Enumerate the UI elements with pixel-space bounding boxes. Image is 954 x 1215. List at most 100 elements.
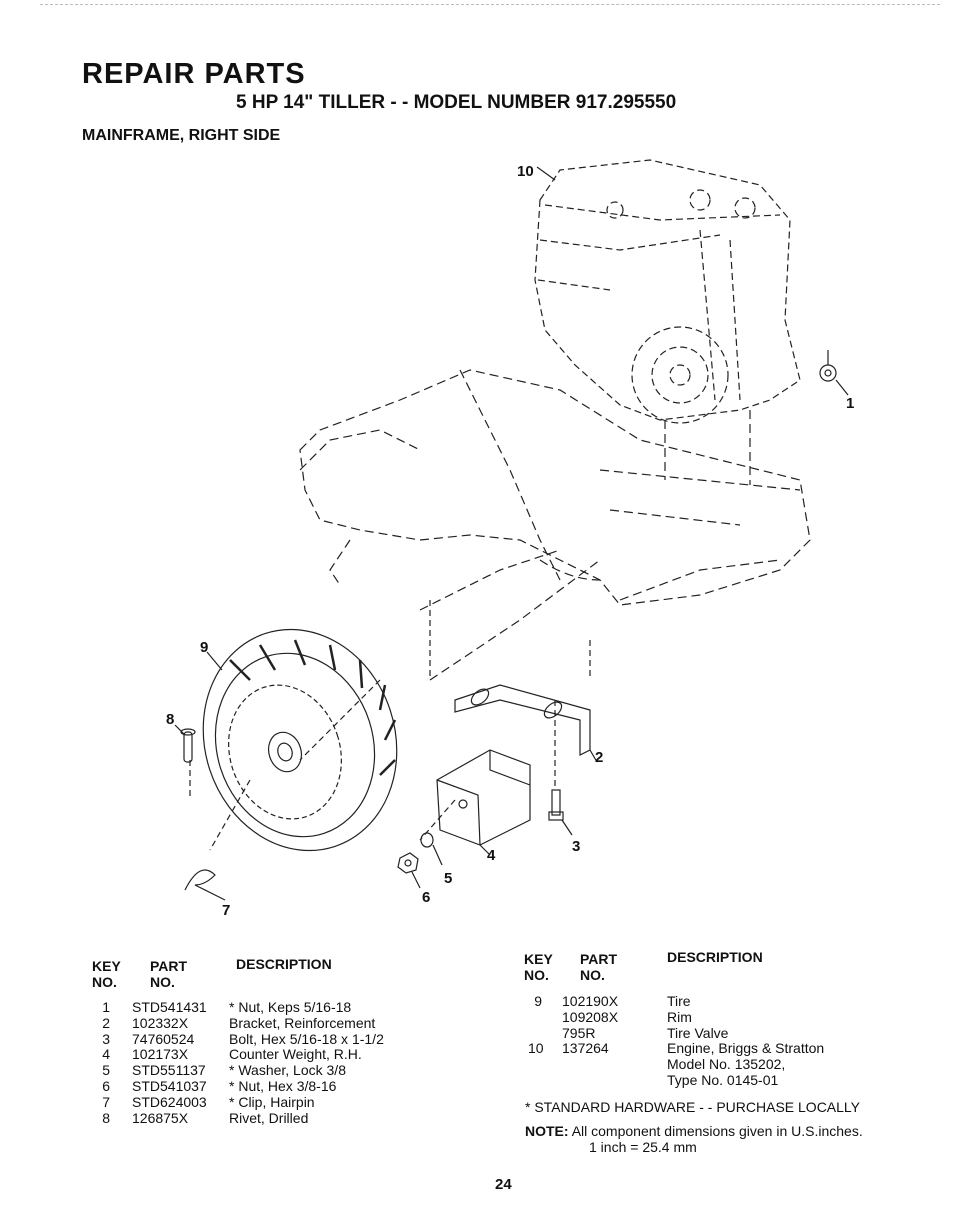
callout-10-leader bbox=[536, 166, 556, 181]
key-number: 10 bbox=[528, 1040, 544, 1057]
part-number: 126875X bbox=[132, 1109, 189, 1126]
exploded-parts-diagram: 10 1 9 8 2 3 4 5 6 7 bbox=[166, 159, 854, 919]
key-number: 6 bbox=[102, 1077, 110, 1094]
callout-8: 8 bbox=[166, 711, 174, 728]
part-description: * Clip, Hairpin bbox=[229, 1093, 315, 1110]
right-description-header: DESCRIPTION bbox=[667, 949, 763, 965]
model-subtitle: 5 HP 14" TILLER - - MODEL NUMBER 917.295… bbox=[236, 92, 677, 113]
note-conversion: 1 inch = 25.4 mm bbox=[589, 1139, 697, 1155]
key-number: 4 bbox=[102, 1046, 110, 1063]
part-description: Rim bbox=[667, 1008, 692, 1025]
part-number: 102332X bbox=[132, 1014, 189, 1031]
callout-9-leader bbox=[206, 651, 223, 671]
callout-3: 3 bbox=[572, 838, 580, 855]
hairpin-clip-drawing bbox=[184, 869, 226, 901]
counter-weight-drawing bbox=[436, 749, 531, 856]
parts-table-left: 1 STD541431 * Nut, Keps 5/16-18 2 102332X Bra… bbox=[96, 999, 436, 1127]
key-no-label: NO. bbox=[524, 967, 549, 983]
part-number: 109208X bbox=[562, 1008, 619, 1025]
part-description: Bolt, Hex 5/16-18 x 1-1/2 bbox=[229, 1030, 384, 1047]
top-border-line bbox=[40, 4, 940, 5]
table-row: Model No. 135202, bbox=[528, 1056, 868, 1073]
key-number: 5 bbox=[102, 1062, 110, 1079]
key-label: KEY bbox=[92, 958, 121, 974]
table-row: 795R Tire Valve bbox=[528, 1024, 868, 1042]
callout-1: 1 bbox=[846, 395, 854, 412]
note-text: All component dimensions given in U.S.in… bbox=[571, 1123, 863, 1139]
part-number: STD551137 bbox=[132, 1062, 206, 1079]
dimensions-note: NOTE: All component dimensions given in … bbox=[525, 1123, 863, 1155]
part-description: Tire bbox=[667, 993, 691, 1009]
standard-hardware-note: * STANDARD HARDWARE - - PURCHASE LOCALLY bbox=[525, 1099, 861, 1115]
key-label: KEY bbox=[524, 951, 553, 967]
part-description: * Nut, Hex 3/8-16 bbox=[229, 1077, 337, 1094]
part-no-label: NO. bbox=[150, 974, 175, 990]
table-row: 1 STD541431 * Nut, Keps 5/16-18 bbox=[96, 999, 436, 1016]
left-key-header: KEY NO. bbox=[92, 958, 121, 990]
part-label: PART bbox=[580, 951, 618, 967]
page-number: 24 bbox=[495, 1176, 512, 1193]
part-description: Counter Weight, R.H. bbox=[229, 1046, 362, 1063]
part-number: STD541037 bbox=[132, 1077, 207, 1094]
part-description: * Nut, Keps 5/16-18 bbox=[229, 999, 352, 1015]
bolt-drawing bbox=[548, 789, 573, 836]
rivet-drawing bbox=[180, 728, 196, 763]
table-row: 4 102173X Counter Weight, R.H. bbox=[96, 1047, 436, 1063]
table-row: 3 74760524 Bolt, Hex 5/16-18 x 1-1/2 bbox=[96, 1030, 436, 1048]
key-number: 2 bbox=[102, 1014, 110, 1031]
section-title: MAINFRAME, RIGHT SIDE bbox=[82, 127, 281, 144]
callout-7: 7 bbox=[222, 902, 230, 919]
right-part-header: PART NO. bbox=[580, 951, 617, 983]
table-row: 9 102190X Tire bbox=[528, 993, 868, 1010]
table-row: 10 137264 Engine, Briggs & Stratton bbox=[528, 1041, 868, 1057]
key-number: 7 bbox=[102, 1093, 110, 1110]
part-no-label: NO. bbox=[580, 967, 605, 983]
table-row: 7 STD624003 * Clip, Hairpin bbox=[96, 1093, 436, 1111]
table-row: Type No. 0145-01 bbox=[528, 1071, 868, 1089]
table-row: 6 STD541037 * Nut, Hex 3/8-16 bbox=[96, 1077, 436, 1095]
part-label: PART bbox=[150, 958, 188, 974]
table-row: 109208X Rim bbox=[528, 1008, 868, 1026]
part-description: Engine, Briggs & Stratton bbox=[667, 1040, 825, 1057]
callout-2: 2 bbox=[595, 749, 603, 766]
bracket-drawing bbox=[454, 684, 598, 763]
part-description: * Washer, Lock 3/8 bbox=[229, 1062, 346, 1079]
key-no-label: NO. bbox=[92, 974, 117, 990]
callout-8-leader bbox=[174, 724, 186, 736]
part-description: Bracket, Reinforcement bbox=[229, 1014, 376, 1031]
key-number: 8 bbox=[102, 1109, 110, 1126]
left-part-header: PART NO. bbox=[150, 958, 187, 990]
page-title: REPAIR PARTS bbox=[82, 58, 306, 90]
left-description-header: DESCRIPTION bbox=[236, 956, 332, 972]
part-number: STD624003 bbox=[132, 1093, 207, 1110]
right-key-header: KEY NO. bbox=[524, 951, 553, 983]
table-row: 8 126875X Rivet, Drilled bbox=[96, 1109, 436, 1127]
keps-nut-drawing bbox=[819, 350, 849, 396]
mainframe-drawing bbox=[299, 369, 811, 681]
callout-9: 9 bbox=[200, 639, 208, 656]
table-row: 5 STD551137 * Washer, Lock 3/8 bbox=[96, 1062, 436, 1079]
part-number: 102190X bbox=[562, 993, 619, 1009]
callout-6: 6 bbox=[422, 889, 430, 906]
key-number: 3 bbox=[102, 1030, 110, 1047]
part-number: STD541431 bbox=[132, 999, 207, 1015]
callout-5: 5 bbox=[444, 870, 452, 887]
parts-table-right: 9 102190X Tire 109208X Rim 795R Tire Valve 10 13… bbox=[528, 993, 868, 1089]
callout-10: 10 bbox=[517, 163, 534, 180]
part-description: Tire Valve bbox=[667, 1024, 729, 1041]
key-number: 9 bbox=[534, 993, 542, 1009]
tire-drawing bbox=[202, 628, 398, 852]
engine-drawing bbox=[534, 159, 801, 424]
callout-4: 4 bbox=[487, 847, 496, 864]
part-number: 795R bbox=[562, 1024, 596, 1041]
note-label: NOTE: bbox=[525, 1123, 569, 1139]
part-description: Rivet, Drilled bbox=[229, 1109, 309, 1126]
part-number: 74760524 bbox=[132, 1030, 195, 1047]
part-description: Model No. 135202, bbox=[667, 1056, 786, 1073]
washer-and-nut-drawing bbox=[397, 832, 443, 889]
part-number: 102173X bbox=[132, 1046, 189, 1063]
key-number: 1 bbox=[102, 999, 110, 1015]
table-row: 2 102332X Bracket, Reinforcement bbox=[96, 1014, 436, 1032]
part-description: Type No. 0145-01 bbox=[667, 1071, 779, 1088]
part-number: 137264 bbox=[562, 1040, 609, 1057]
